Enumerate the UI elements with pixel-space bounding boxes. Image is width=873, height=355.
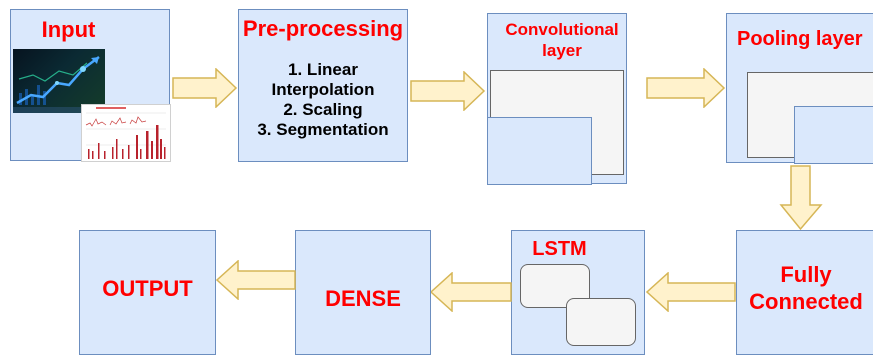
- preprocessing-box: Pre-processing 1. Linear Interpolation 2…: [238, 9, 408, 162]
- arrow-lstm-to-dense: [430, 272, 512, 312]
- arrow-fully-connected-to-lstm: [646, 272, 736, 312]
- stock-market-image: [13, 49, 105, 113]
- signal-plot-graphic: [85, 107, 166, 159]
- preprocessing-steps: 1. Linear Interpolation 2. Scaling 3. Se…: [239, 60, 407, 140]
- fully-connected-box: Fully Connected: [736, 230, 873, 355]
- dense-title: DENSE: [325, 286, 401, 311]
- lstm-title: LSTM: [532, 238, 587, 260]
- input-title: Input: [41, 17, 96, 42]
- fully-connected-title-line-2: Connected: [749, 289, 863, 314]
- arrow-input-to-preprocessing: [172, 68, 238, 108]
- arrow-preprocessing-to-conv: [410, 71, 486, 111]
- preprocessing-title: Pre-processing: [242, 16, 404, 41]
- conv-title-line-1: Convolutional: [505, 20, 619, 39]
- stock-chart-graphic: [13, 56, 105, 113]
- step-1-line-2: Interpolation: [271, 80, 375, 99]
- input-box: Input: [10, 9, 171, 162]
- pooling-feature-map-front: [794, 106, 873, 164]
- fully-connected-title-line-1: Fully: [780, 262, 832, 287]
- output-box: OUTPUT: [79, 230, 216, 355]
- pooling-title: Pooling layer: [737, 28, 863, 50]
- arrow-dense-to-output: [216, 260, 296, 300]
- step-3: 3. Segmentation: [257, 120, 389, 139]
- output-title: OUTPUT: [102, 276, 193, 301]
- conv-title-line-2: layer: [542, 41, 582, 60]
- dense-box: DENSE: [295, 230, 431, 355]
- step-2: 2. Scaling: [283, 100, 363, 119]
- lstm-cell-2: [566, 298, 636, 346]
- arrow-pooling-to-fully-connected: [779, 165, 823, 231]
- signal-plot-image: [81, 104, 171, 162]
- arrow-conv-to-pooling: [646, 68, 726, 108]
- step-1-line-1: 1. Linear: [288, 60, 358, 79]
- conv-feature-map-front: [487, 117, 592, 185]
